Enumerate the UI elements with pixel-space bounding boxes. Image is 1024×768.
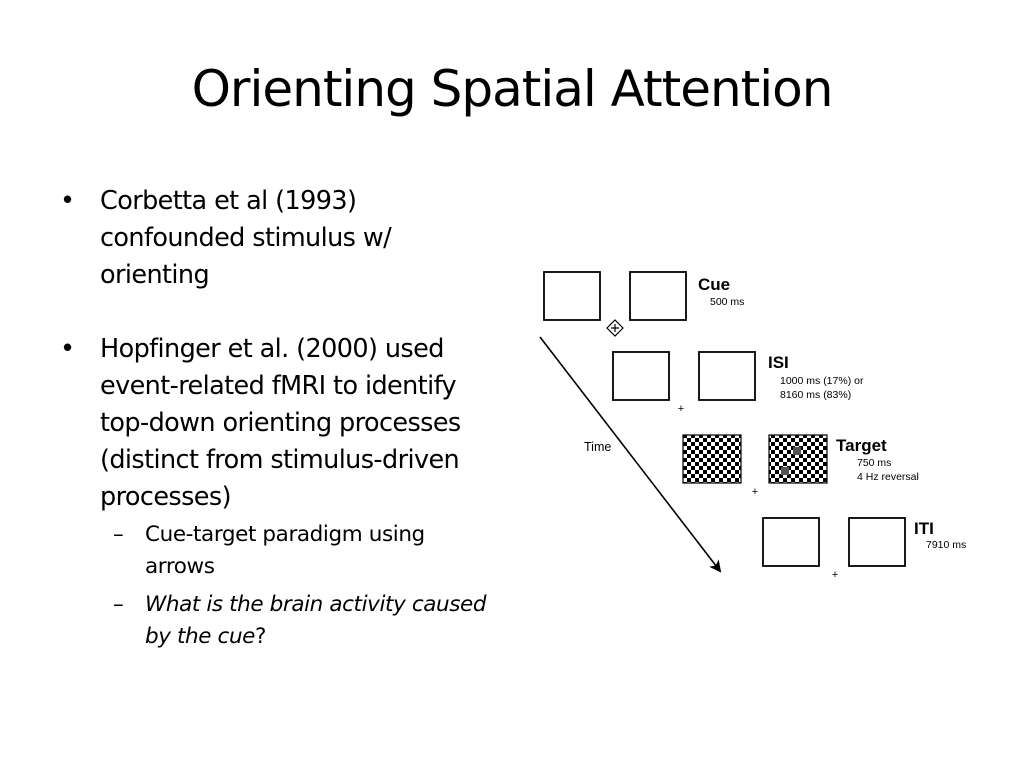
target-highlight-square — [781, 467, 789, 475]
event-duration: 8160 ms (83%) — [780, 389, 851, 401]
time-arrow — [539, 336, 722, 573]
cue-left-box — [543, 271, 601, 321]
dash-mark: – — [113, 592, 124, 617]
event-duration: 4 Hz reversal — [857, 471, 919, 483]
target-right-checkerboard — [768, 434, 828, 484]
sub-bullet-text: Cue-target paradigm using arrows — [145, 522, 425, 579]
sub-bullet-italic-text: What is the brain activity caused by the… — [145, 592, 487, 649]
iti-left-box — [762, 517, 820, 567]
dash-mark: – — [113, 522, 124, 547]
slide-title: Orienting Spatial Attention — [191, 60, 834, 118]
iti-right-box — [848, 517, 906, 567]
event-name: Target — [836, 436, 887, 455]
target-left-checkerboard — [682, 434, 742, 484]
event-duration: 750 ms — [857, 457, 891, 469]
bullet-item: • Hopfinger et al. (2000) used event-rel… — [60, 331, 500, 516]
arrow-cue-icon — [606, 319, 624, 337]
event-name: ISI — [768, 353, 789, 372]
time-label: Time — [584, 440, 611, 454]
fixation-cross: + — [832, 569, 838, 581]
bullet-mark: • — [60, 334, 75, 364]
fixation-cross: + — [752, 486, 758, 498]
bullet-item: • Corbetta et al (1993) confounded stimu… — [60, 183, 500, 294]
sub-bullet-item: – What is the brain activity caused by t… — [60, 589, 500, 653]
event-name: ITI — [914, 519, 934, 538]
event-name: Cue — [698, 275, 730, 294]
bullet-text: Corbetta et al (1993) confounded stimulu… — [100, 186, 392, 290]
isi-right-box — [698, 351, 756, 401]
fixation-cross: + — [678, 403, 684, 415]
isi-left-box — [612, 351, 670, 401]
event-duration: 500 ms — [710, 296, 744, 308]
bullet-text: Hopfinger et al. (2000) used event-relat… — [100, 334, 461, 512]
sub-bullet-plain-text: ? — [255, 624, 267, 649]
event-duration: 7910 ms — [926, 539, 966, 551]
sub-bullet-item: – Cue-target paradigm using arrows — [60, 519, 500, 583]
cue-target-diagram: Cue 500 ms + ISI 1000 ms (17%) or 8160 m… — [539, 271, 966, 581]
target-highlight-square — [793, 447, 801, 455]
bullet-list: • Corbetta et al (1993) confounded stimu… — [60, 183, 500, 653]
bullet-mark: • — [60, 186, 75, 216]
cue-right-box — [629, 271, 687, 321]
event-duration: 1000 ms (17%) or — [780, 375, 864, 387]
